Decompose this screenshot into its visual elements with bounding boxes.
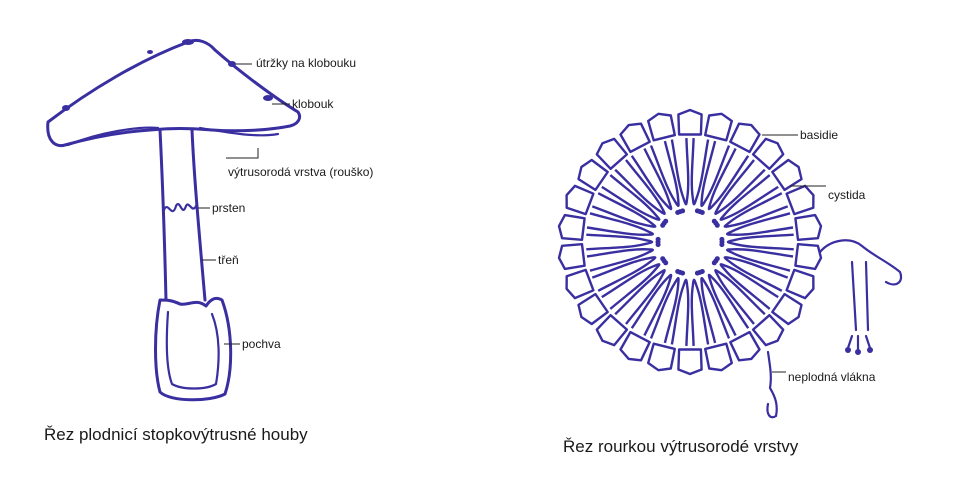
spore-dot [715, 223, 720, 228]
outer-cell [678, 350, 701, 375]
spore-dot [675, 269, 680, 274]
mushroom-stem [160, 130, 205, 300]
caption-tube-section: Řez rourkou výtrusorodé vrstvy [563, 437, 799, 456]
label-basidia: basidie [800, 128, 838, 142]
outer-cell [772, 160, 801, 190]
outer-cell [621, 332, 650, 360]
outer-cell [648, 114, 675, 141]
spore-dot [700, 210, 705, 215]
sterile-hypha-right [820, 240, 901, 355]
outer-cell [621, 124, 650, 152]
hymenium-cell [586, 235, 652, 250]
tube-section-drawing [559, 110, 821, 374]
label-hyphae: neplodná vlákna [788, 370, 876, 384]
cap-scale [147, 50, 153, 54]
outer-cell [730, 332, 759, 360]
outer-cell [772, 294, 801, 324]
hymenium-cell [692, 138, 708, 204]
sterile-hypha-bottom [767, 352, 776, 417]
label-cap: klobouk [292, 97, 334, 111]
cap-scale [263, 95, 273, 101]
label-cystid: cystida [828, 188, 866, 202]
outer-cell [787, 186, 814, 214]
spore-dot [712, 260, 717, 265]
outer-cell [579, 294, 608, 324]
label-scales: útržky na klobouku [256, 56, 356, 70]
outer-cell [678, 110, 701, 135]
outer-cell [559, 215, 585, 240]
label-spore-layer: výtrusorodá vrstva (rouško) [228, 165, 373, 179]
outer-cell [579, 160, 608, 190]
leader-spore-layer [226, 148, 258, 158]
outer-cell [705, 114, 732, 141]
spore-dot [695, 271, 700, 276]
spore-dot [663, 219, 668, 224]
outer-cell [597, 139, 627, 169]
spore-dot [680, 208, 685, 213]
outer-cell [597, 315, 627, 345]
mushroom-volva-inner [167, 312, 219, 389]
spore-dot [656, 237, 661, 242]
outer-cell [753, 139, 783, 169]
outer-cell [559, 244, 585, 269]
outer-cell [795, 215, 821, 240]
outer-cell [753, 315, 783, 345]
outer-cell [795, 244, 821, 269]
cap-scale [182, 39, 194, 45]
outer-cell [648, 344, 675, 371]
outer-cell [705, 344, 732, 371]
outer-cell [787, 270, 814, 298]
outer-cell [567, 186, 594, 214]
spore-dot [719, 242, 724, 247]
outer-cell [730, 124, 759, 152]
label-stem: třeň [218, 253, 239, 267]
spore-dot [660, 256, 665, 261]
label-volva: pochva [242, 337, 281, 351]
label-ring: prsten [212, 201, 245, 215]
cap-scale [228, 61, 236, 67]
hymenium-cell [728, 235, 794, 250]
hymenium-cell [672, 280, 688, 346]
outer-cell [567, 270, 594, 298]
cap-scale [62, 105, 70, 111]
hymenium-cell [692, 280, 708, 346]
hymenium-cell [672, 138, 688, 204]
caption-mushroom: Řez plodnicí stopkovýtrusné houby [44, 425, 308, 444]
mushroom-ring [164, 204, 196, 211]
